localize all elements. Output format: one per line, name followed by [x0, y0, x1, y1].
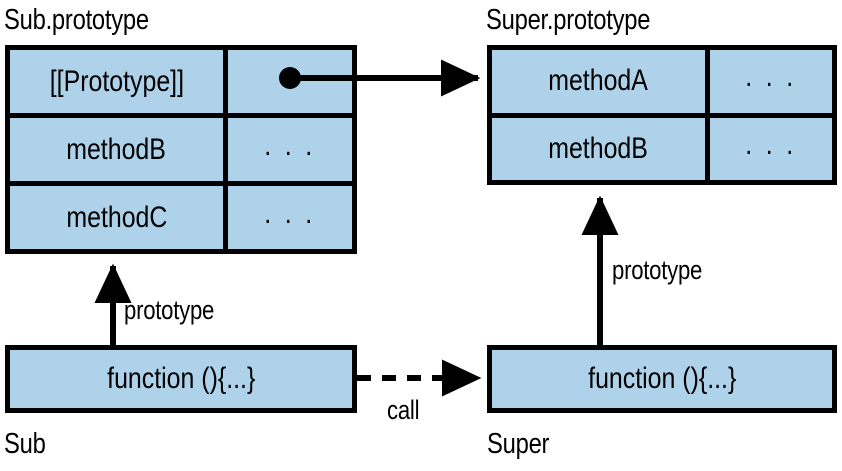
- cell-text: . . .: [745, 60, 797, 94]
- super-function-text: function (){...}: [587, 362, 737, 395]
- cell-text: methodA: [548, 64, 649, 98]
- sub-proto-row2-key-cell: methodC: [10, 186, 223, 249]
- super-corner-label: Super: [487, 428, 550, 460]
- cell-text: . . .: [745, 127, 797, 161]
- sub-proto-row0-value-cell: [223, 50, 352, 113]
- cell-text: methodC: [65, 200, 168, 234]
- super-prototype-title: Super.prototype: [486, 4, 651, 36]
- table-row: methodB . . .: [492, 112, 832, 180]
- super-function-box: function (){...}: [487, 345, 837, 413]
- cell-text: . . .: [264, 196, 316, 230]
- sub-prototype-table: [[Prototype]] methodB . . . methodC . . …: [5, 45, 357, 254]
- call-edge-label: call: [387, 395, 420, 425]
- sub-prototype-title: Sub.prototype: [4, 4, 149, 36]
- sub-function-text: function (){...}: [106, 362, 256, 395]
- sub-proto-row0-key-cell: [[Prototype]]: [10, 50, 223, 113]
- super-proto-row0-key-cell: methodA: [492, 50, 705, 113]
- cell-text: . . .: [264, 128, 316, 162]
- table-row: methodB . . .: [10, 113, 352, 181]
- cell-text: [[Prototype]]: [49, 64, 184, 98]
- cell-text: methodB: [66, 132, 167, 166]
- table-row: methodC . . .: [10, 181, 352, 249]
- super-proto-row1-value-cell: . . .: [705, 117, 832, 180]
- super-proto-row0-value-cell: . . .: [705, 50, 832, 113]
- sub-proto-row1-key-cell: methodB: [10, 118, 223, 181]
- sub-proto-row2-value-cell: . . .: [223, 186, 352, 249]
- super-prototype-edge-label: prototype: [612, 255, 703, 285]
- table-row: [[Prototype]]: [10, 50, 352, 113]
- sub-corner-label: Sub: [4, 428, 46, 460]
- table-row: methodA . . .: [492, 50, 832, 113]
- sub-prototype-edge-label: prototype: [124, 295, 215, 325]
- cell-text: methodB: [548, 131, 649, 165]
- sub-function-box: function (){...}: [5, 345, 357, 413]
- sub-proto-row1-value-cell: . . .: [223, 118, 352, 181]
- super-proto-row1-key-cell: methodB: [492, 117, 705, 180]
- super-prototype-table: methodA . . . methodB . . .: [487, 45, 837, 185]
